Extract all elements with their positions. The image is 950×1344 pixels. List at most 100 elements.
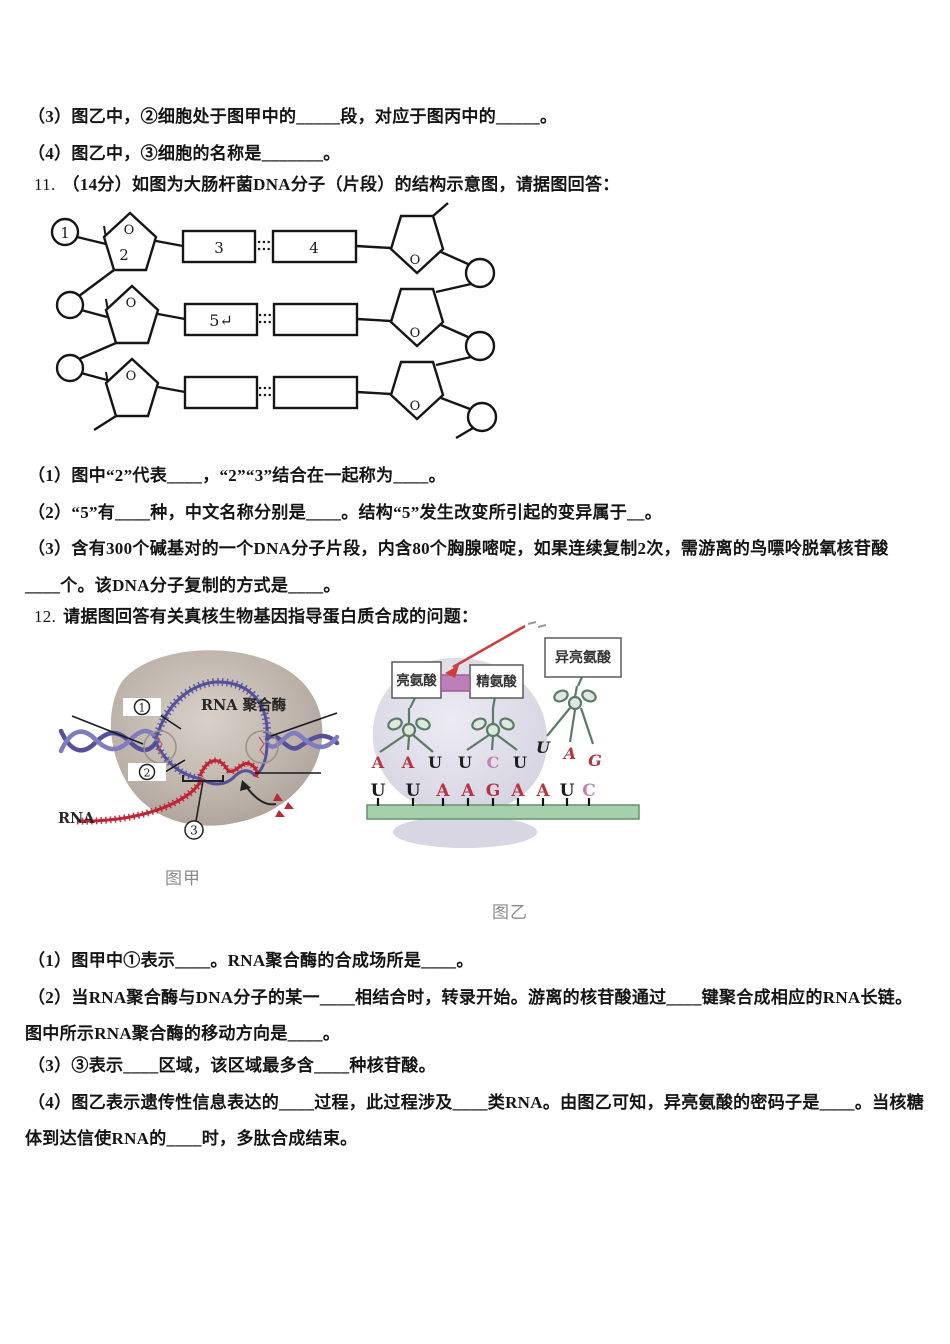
label-o: O [410, 253, 421, 268]
mark-2-text: 2 [144, 767, 151, 780]
figure-b-caption: 图乙 [492, 903, 528, 922]
peptide-bond-arrow [445, 621, 547, 678]
rna-label: RNA [58, 810, 95, 827]
q12-number: 12. [34, 607, 57, 626]
phosphate-circle [466, 401, 498, 433]
q11-stem: 11.（14分）如图为大肠杆菌DNA分子（片段）的结构示意图，请据图回答： [34, 170, 620, 195]
anticodon-letter: A [401, 753, 415, 772]
anticodon-letter: U [458, 753, 472, 772]
q11-item3-line2: ____个。该DNA分子复制的方式是____。 [25, 576, 341, 595]
arrowhead [240, 780, 251, 791]
sugar-pentagon [389, 287, 445, 348]
isoleucine-label: 异亮氨酸 [555, 649, 612, 666]
base-box [272, 302, 359, 337]
sugar-pentagon [104, 284, 160, 345]
figure-a-transcription: 1 2 3 RNA 聚合酶 RN [55, 625, 345, 863]
mark-3-bracket: 3 [182, 775, 224, 840]
trna-2 [466, 696, 518, 751]
arrowhead [445, 665, 459, 678]
dna-shapes [50, 211, 498, 433]
mrna-letter: C [582, 781, 596, 801]
isoleucine-box [544, 637, 622, 678]
anticodon-letter: G [588, 751, 602, 770]
mrna-letters: U U A A G A A U C [371, 781, 596, 801]
sugar-pentagon [104, 357, 160, 418]
peptide-bond-rect [440, 674, 471, 692]
q10-item3: （3）图乙中，②细胞处于图甲中的_____段，对应于图丙中的_____。 [28, 107, 558, 126]
leucine-label: 亮氨酸 [396, 672, 437, 689]
phosphate-circle [55, 353, 85, 383]
nucleotide-arrow [240, 780, 294, 817]
anticodon-letter: U [536, 738, 551, 757]
label-o: O [410, 399, 421, 414]
label-1: 1 [60, 224, 70, 242]
anticodon-letter: A [371, 753, 385, 772]
label-4: 4 [309, 239, 319, 257]
anticodon-letter: C [487, 753, 500, 772]
q12-item4-line2: 体到达信使RNA的____时，多肽合成结束。 [25, 1129, 358, 1148]
free-nucleotide [273, 793, 283, 801]
base-box [183, 375, 259, 410]
pointer-lines [71, 712, 338, 774]
rna-polymerase-blob [110, 650, 323, 826]
q12-item1: （1）图甲中①表示____。RNA聚合酶的合成场所是____。 [28, 951, 474, 970]
figure-a-caption: 图甲 [165, 869, 201, 888]
mrna-letter: U [560, 781, 575, 801]
q12-item3: （3）③表示____区域，该区域最多含____种核苷酸。 [28, 1056, 436, 1075]
phosphate-circle [464, 330, 496, 362]
q10-item4: （4）图乙中，③细胞的名称是_______。 [28, 144, 341, 163]
free-nucleotide [275, 810, 285, 817]
anticodon-letters: A A U U C U U A G [371, 738, 602, 772]
base-box-4 [271, 229, 358, 264]
trna-1 [379, 697, 434, 753]
trna-3 [546, 676, 597, 745]
label-o: O [126, 369, 137, 384]
mark-1-chip: 1 [123, 698, 161, 716]
q12-item4-line1: （4）图乙表示遗传性信息表达的____过程，此过程涉及____类RNA。由图乙可… [28, 1093, 925, 1112]
mrna-letter: U [406, 781, 421, 801]
mrna-letter: A [460, 781, 475, 801]
label-5: 5↵ [209, 311, 233, 330]
q11-item3-line1: （3）含有300个碱基对的一个DNA分子片段，内含80个胸腺嘧啶，如果连续复制2… [28, 539, 889, 558]
arginine-label: 精氨酸 [476, 673, 517, 690]
dna-labels: 1 O 2 3 4 5↵ O O O O O [60, 223, 420, 414]
arginine-box [469, 664, 524, 699]
mrna-letter: A [435, 781, 450, 801]
amino-acid-boxes: 亮氨酸 精氨酸 异亮氨酸 [391, 637, 622, 699]
ribosome-shadow [393, 816, 537, 848]
q12-item2-line1: （2）当RNA聚合酶与DNA分子的某一____相结合时，转录开始。游离的核苷酸通… [28, 988, 913, 1007]
base-box-3 [181, 229, 257, 264]
breaking-bonds-marks [156, 736, 266, 757]
anticodon-letter: A [562, 744, 576, 763]
mrna-letter: U [371, 781, 386, 801]
label-o: O [410, 326, 421, 341]
base-box [272, 375, 359, 410]
phosphate-circle-1 [50, 217, 80, 247]
label-o: O [126, 296, 137, 311]
trna-shapes [379, 676, 597, 753]
free-nucleotide [284, 802, 294, 809]
hydrogen-bond-dots [258, 240, 273, 397]
rna-polymerase-label: RNA 聚合酶 [201, 696, 287, 714]
dna-structure-diagram: 1 O 2 3 4 5↵ O O O O O [25, 197, 515, 442]
base-box-5 [183, 302, 259, 337]
q11-item2: （2）“5”有____种，中文名称分别是____。结构“5”发生改变所引起的变异… [28, 503, 662, 522]
mrna-letter: A [510, 781, 525, 801]
mark-1-text: 1 [139, 702, 146, 715]
mrna-letter: G [486, 781, 501, 801]
q12-stem: 12. 请据图回答有关真核生物基因指导蛋白质合成的问题： [34, 602, 478, 627]
q12-stem-text: 请据图回答有关真核生物基因指导蛋白质合成的问题： [63, 607, 479, 626]
anticodon-letter: U [513, 753, 527, 772]
label-3: 3 [214, 239, 224, 257]
q11-stem-text: （14分）如图为大肠杆菌DNA分子（片段）的结构示意图，请据图回答： [62, 175, 620, 194]
label-o: O [124, 223, 135, 238]
anticodon-letter: U [428, 753, 442, 772]
sugar-pentagon-2 [102, 211, 158, 272]
figure-b-translation: 亮氨酸 精氨酸 异亮氨酸 A A U U C U [365, 620, 650, 920]
mark-2-chip: 2 [128, 763, 166, 781]
q12-item2-line2: 图中所示RNA聚合酶的移动方向是____。 [25, 1024, 341, 1043]
mrna-bar [366, 804, 640, 820]
mark-3-text: 3 [190, 824, 198, 838]
phosphate-circle [55, 290, 85, 320]
